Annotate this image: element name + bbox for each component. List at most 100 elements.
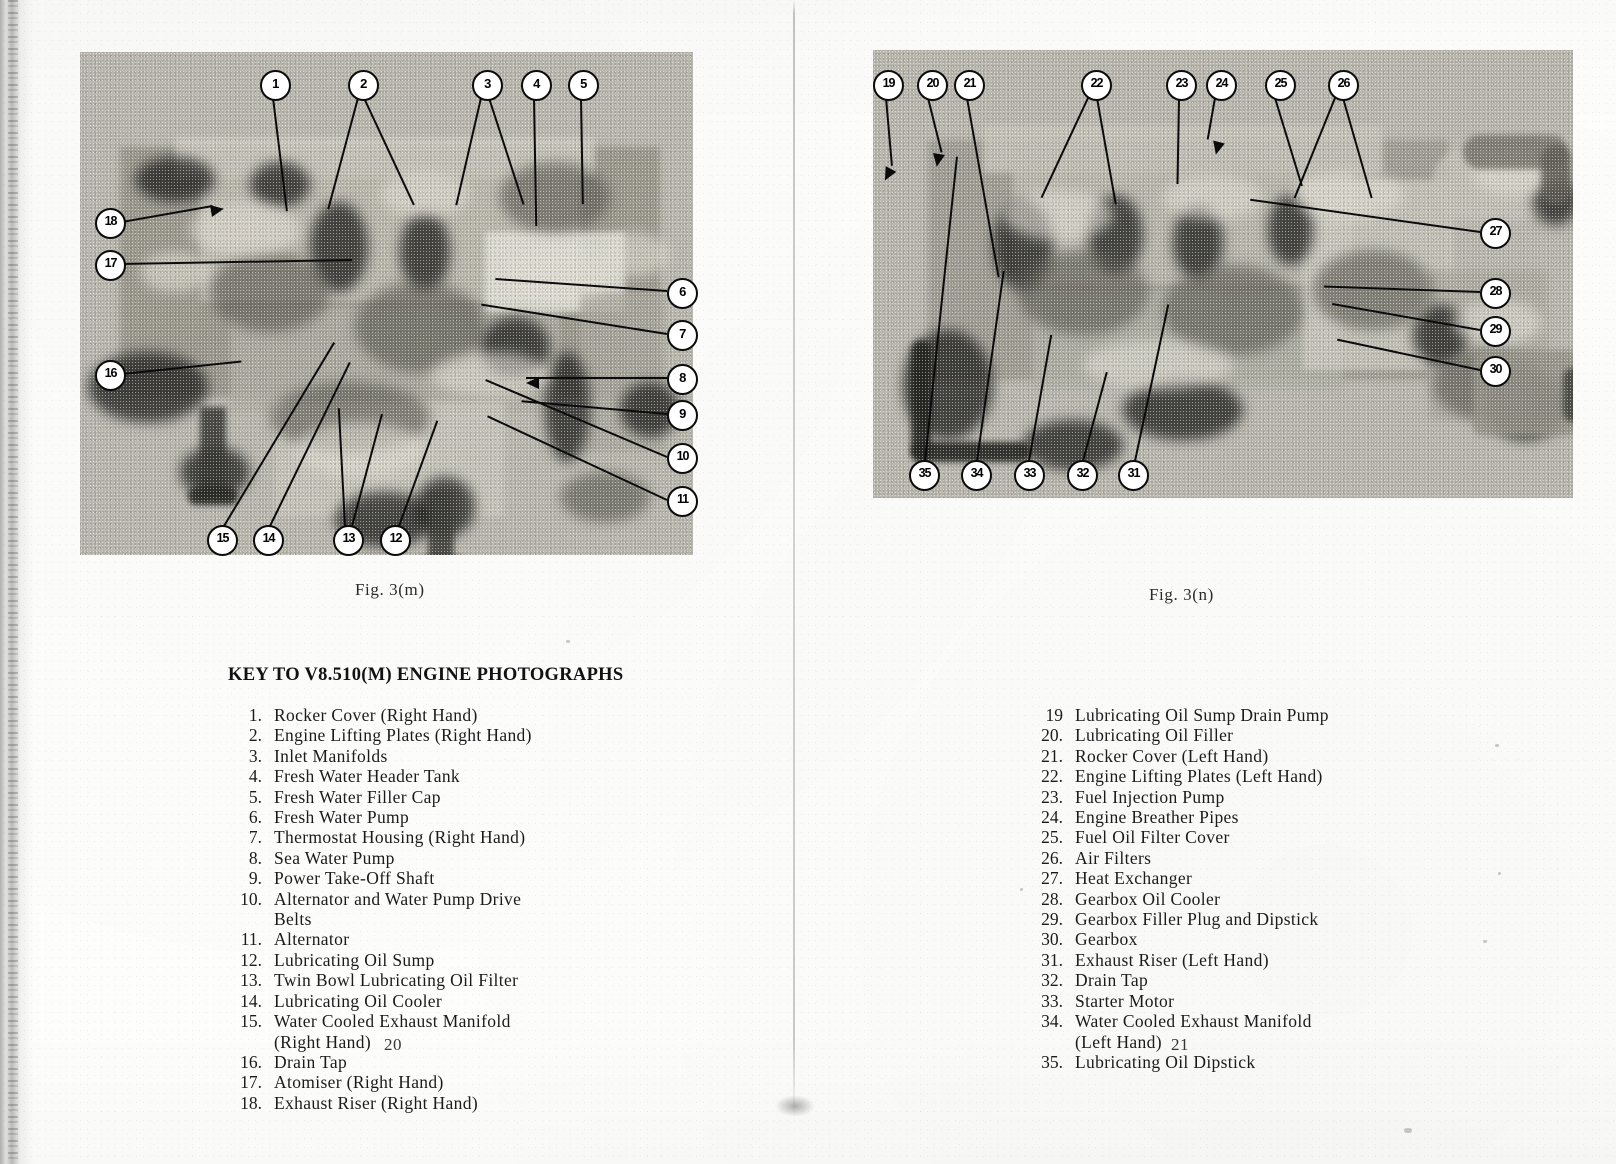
callout-arrow-8 bbox=[526, 377, 539, 389]
callout-21[interactable]: 21 bbox=[954, 70, 985, 101]
key-list-item: 7.Thermostat Housing (Right Hand) bbox=[228, 827, 532, 847]
callout-10[interactable]: 10 bbox=[667, 443, 698, 474]
key-list-item: 13.Twin Bowl Lubricating Oil Filter bbox=[228, 970, 532, 990]
photo-shape bbox=[428, 492, 454, 555]
key-item-label-continued: (Right Hand) bbox=[274, 1031, 372, 1052]
callout-29[interactable]: 29 bbox=[1480, 316, 1511, 347]
callout-13[interactable]: 13 bbox=[333, 525, 364, 556]
callout-35[interactable]: 35 bbox=[909, 460, 940, 491]
callout-2[interactable]: 2 bbox=[348, 70, 379, 101]
key-item-label: Lubricating Oil Filler bbox=[1075, 725, 1234, 746]
callout-34[interactable]: 34 bbox=[961, 460, 992, 491]
key-item-number: 16. bbox=[240, 1051, 262, 1072]
key-item-number: 12. bbox=[240, 949, 262, 970]
key-list-item: 20. Lubricating Oil Filler bbox=[1029, 725, 1329, 745]
callout-17[interactable]: 17 bbox=[95, 250, 126, 281]
key-item-label: Fuel Injection Pump bbox=[1075, 786, 1225, 807]
key-item-label: Rocker Cover (Left Hand) bbox=[1075, 745, 1269, 766]
key-item-number: 2. bbox=[248, 725, 262, 746]
figure-caption-right: Fig. 3(n) bbox=[1149, 585, 1214, 604]
key-list-item: 24.Engine Breather Pipes bbox=[1029, 807, 1329, 827]
key-item-number: 26. bbox=[1041, 847, 1063, 868]
key-list-item: 34.Water Cooled Exhaust Manifold bbox=[1029, 1011, 1329, 1031]
callout-14[interactable]: 14 bbox=[253, 525, 284, 556]
callout-23[interactable]: 23 bbox=[1166, 70, 1197, 101]
key-item-number: 32. bbox=[1041, 970, 1063, 991]
key-item-number: 23. bbox=[1041, 786, 1063, 807]
callout-25[interactable]: 25 bbox=[1265, 70, 1296, 101]
callout-11[interactable]: 11 bbox=[667, 486, 698, 517]
callout-32[interactable]: 32 bbox=[1067, 460, 1098, 491]
key-item-number: 6. bbox=[248, 807, 262, 828]
callout-30[interactable]: 30 bbox=[1480, 356, 1511, 387]
key-list-item: 10.Alternator and Water Pump Drive bbox=[228, 889, 532, 909]
key-item-label: Atomiser (Right Hand) bbox=[274, 1072, 444, 1093]
callout-16[interactable]: 16 bbox=[95, 360, 126, 391]
callout-33[interactable]: 33 bbox=[1014, 460, 1045, 491]
key-item-number: 13. bbox=[240, 970, 262, 991]
page-right: 19 20 21 22 23 24 25 26 27 28 29 30 31 3… bbox=[795, 0, 1616, 1164]
callout-1[interactable]: 1 bbox=[260, 70, 291, 101]
key-list-left: 1.Rocker Cover (Right Hand)2.Engine Lift… bbox=[228, 705, 532, 1113]
callout-8[interactable]: 8 bbox=[667, 364, 698, 395]
callout-28[interactable]: 28 bbox=[1480, 278, 1511, 309]
key-item-label: Starter Motor bbox=[1075, 990, 1175, 1011]
callout-27[interactable]: 27 bbox=[1480, 218, 1511, 249]
key-item-number: 22. bbox=[1041, 766, 1063, 787]
key-item-label: Fresh Water Filler Cap bbox=[274, 786, 441, 807]
key-item-label: Lubricating Oil Dipstick bbox=[1075, 1051, 1256, 1072]
callout-arrow-18 bbox=[209, 202, 225, 217]
key-item-number: 20. bbox=[1041, 725, 1063, 746]
callout-7[interactable]: 7 bbox=[667, 320, 698, 351]
key-item-label: Fuel Oil Filter Cover bbox=[1075, 827, 1230, 848]
callout-24[interactable]: 24 bbox=[1206, 70, 1237, 101]
key-list-item: 4.Fresh Water Header Tank bbox=[228, 766, 532, 786]
key-item-number: 9. bbox=[248, 868, 262, 889]
key-list-item: 11.Alternator bbox=[228, 929, 532, 949]
key-item-label: Engine Lifting Plates (Left Hand) bbox=[1075, 766, 1323, 787]
key-item-label: Alternator and Water Pump Drive bbox=[274, 888, 522, 909]
key-list-item: 3.Inlet Manifolds bbox=[228, 746, 532, 766]
key-item-label: Gearbox bbox=[1075, 929, 1138, 950]
callout-20[interactable]: 20 bbox=[917, 70, 948, 101]
key-item-number: 29. bbox=[1041, 909, 1063, 930]
photo-film-grain bbox=[873, 50, 1573, 498]
callout-6[interactable]: 6 bbox=[667, 278, 698, 309]
key-item-number: 5. bbox=[248, 786, 262, 807]
key-list-item: 18.Exhaust Riser (Right Hand) bbox=[228, 1093, 532, 1113]
key-item-label: Lubricating Oil Sump Drain Pump bbox=[1075, 705, 1329, 725]
key-list-item: 23. Fuel Injection Pump bbox=[1029, 787, 1329, 807]
key-item-label: Gearbox Oil Cooler bbox=[1075, 888, 1221, 909]
key-list-item: 9. Power Take-Off Shaft bbox=[228, 868, 532, 888]
callout-19[interactable]: 19 bbox=[873, 70, 904, 101]
key-list-item: 29.Gearbox Filler Plug and Dipstick bbox=[1029, 909, 1329, 929]
callout-31[interactable]: 31 bbox=[1118, 460, 1149, 491]
callout-4[interactable]: 4 bbox=[521, 70, 552, 101]
callout-18[interactable]: 18 bbox=[95, 208, 126, 239]
callout-3[interactable]: 3 bbox=[472, 70, 503, 101]
callout-15[interactable]: 15 bbox=[207, 525, 238, 556]
photo-shape bbox=[911, 340, 931, 460]
callout-22[interactable]: 22 bbox=[1081, 70, 1112, 101]
key-item-number: 30. bbox=[1041, 929, 1063, 950]
key-item-label: Exhaust Riser (Left Hand) bbox=[1075, 949, 1269, 970]
key-item-label: Lubricating Oil Cooler bbox=[274, 990, 443, 1011]
key-list-item: 21. Rocker Cover (Left Hand) bbox=[1029, 746, 1329, 766]
callout-26[interactable]: 26 bbox=[1328, 70, 1359, 101]
key-item-number: 18. bbox=[240, 1092, 262, 1113]
key-item-label: Rocker Cover (Right Hand) bbox=[274, 705, 478, 725]
key-list-item: 14.Lubricating Oil Cooler bbox=[228, 991, 532, 1011]
callout-9[interactable]: 9 bbox=[667, 400, 698, 431]
key-list-item: 25.Fuel Oil Filter Cover bbox=[1029, 827, 1329, 847]
callout-5[interactable]: 5 bbox=[568, 70, 599, 101]
page-number-right: 21 bbox=[1171, 1035, 1189, 1054]
key-item-label: Water Cooled Exhaust Manifold bbox=[274, 1011, 511, 1032]
key-item-number: 21. bbox=[1041, 745, 1063, 766]
key-item-label: Air Filters bbox=[1075, 847, 1152, 868]
key-item-label: Thermostat Housing (Right Hand) bbox=[274, 827, 526, 848]
key-item-label: Power Take-Off Shaft bbox=[274, 868, 435, 889]
key-list-item: 12.Lubricating Oil Sump bbox=[228, 950, 532, 970]
callout-12[interactable]: 12 bbox=[380, 525, 411, 556]
key-item-number: 31. bbox=[1041, 949, 1063, 970]
